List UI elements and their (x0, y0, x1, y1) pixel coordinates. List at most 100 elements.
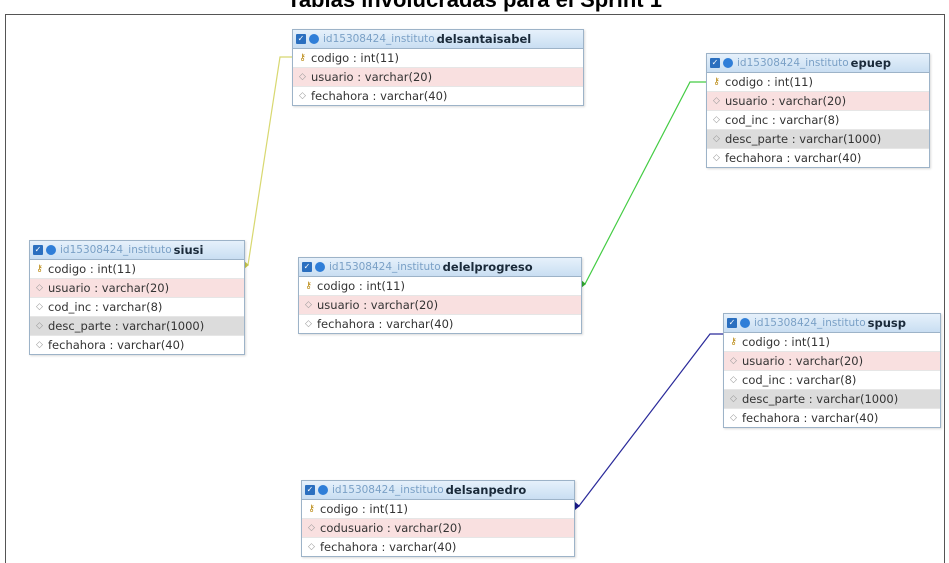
column-text: desc_parte : varchar(1000) (742, 392, 899, 406)
column-row: ⚷ codigo : int(11) (302, 500, 574, 519)
column-text: codigo : int(11) (725, 75, 813, 89)
table-name: siusi (173, 243, 204, 257)
checkbox-icon[interactable]: ✓ (296, 34, 306, 44)
diagram-frame-right-edge (944, 14, 945, 563)
checkbox-icon[interactable]: ✓ (33, 245, 43, 255)
options-icon[interactable] (740, 318, 750, 328)
table-name: delelprogreso (442, 260, 533, 274)
column-text: usuario : varchar(20) (311, 70, 433, 84)
options-icon[interactable] (723, 58, 733, 68)
options-icon[interactable] (315, 262, 325, 272)
column-text: fechahora : varchar(40) (320, 540, 457, 554)
database-name: id15308424_instituto (754, 317, 866, 329)
column-text: usuario : varchar(20) (742, 354, 864, 368)
column-text: usuario : varchar(20) (317, 298, 439, 312)
column-text: cod_inc : varchar(8) (48, 300, 163, 314)
column-row: ⚷ codigo : int(11) (707, 73, 929, 92)
column-row: ◇desc_parte : varchar(1000) (30, 317, 244, 336)
table-header[interactable]: ✓ id15308424_instituto epuep (707, 54, 929, 73)
key-icon: ⚷ (299, 53, 306, 63)
diamond-icon: ◇ (713, 96, 720, 106)
column-row: ◇codusuario : varchar(20) (302, 519, 574, 538)
column-text: fechahora : varchar(40) (48, 338, 185, 352)
column-text: fechahora : varchar(40) (725, 151, 862, 165)
table-header[interactable]: ✓ id15308424_instituto delelprogreso (299, 258, 581, 277)
table-delsantaisabel[interactable]: ✓ id15308424_instituto delsantaisabel ⚷ c… (292, 29, 584, 106)
column-row: ⚷codigo : int(11) (299, 277, 581, 296)
column-row: ◇ fechahora : varchar(40) (293, 87, 583, 105)
column-row: ◇ fechahora : varchar(40) (30, 336, 244, 354)
database-name: id15308424_instituto (329, 261, 441, 273)
column-text: fechahora : varchar(40) (742, 411, 879, 425)
table-name: spusp (867, 316, 907, 330)
key-icon: ⚷ (36, 264, 43, 274)
column-row: ◇desc_parte : varchar(1000) (724, 390, 940, 409)
table-name: delsantaisabel (436, 32, 532, 46)
database-name: id15308424_instituto (332, 484, 444, 496)
column-row: ◇ usuario : varchar(20) (299, 296, 581, 315)
page-title: Tablas involucradas para el Sprint 1 (0, 0, 949, 13)
column-row: ⚷codigo : int(11) (724, 333, 940, 352)
column-row: ◇ usuario : varchar(20) (724, 352, 940, 371)
column-row: ◇ fechahora : varchar(40) (302, 538, 574, 556)
checkbox-icon[interactable]: ✓ (305, 485, 315, 495)
diamond-icon: ◇ (730, 413, 737, 423)
column-text: desc_parte : varchar(1000) (48, 319, 205, 333)
column-row: ◇ usuario : varchar(20) (30, 279, 244, 298)
table-name: epuep (850, 56, 891, 70)
table-delsanpedro[interactable]: ✓ id15308424_instituto delsanpedro ⚷ codi… (301, 480, 575, 557)
link-delsanpedro-spusp (575, 333, 723, 507)
diamond-icon: ◇ (36, 340, 43, 350)
table-header[interactable]: ✓ id15308424_instituto delsanpedro (302, 481, 574, 500)
diamond-icon: ◇ (305, 300, 312, 310)
column-text: codigo : int(11) (48, 262, 136, 276)
table-header[interactable]: ✓ id15308424_instituto spusp (724, 314, 940, 333)
column-text: fechahora : varchar(40) (311, 89, 448, 103)
database-name: id15308424_instituto (737, 57, 849, 69)
table-delelprogreso[interactable]: ✓ id15308424_instituto delelprogreso ⚷co… (298, 257, 582, 334)
options-icon[interactable] (309, 34, 319, 44)
key-icon: ⚷ (308, 504, 315, 514)
column-row: ◇desc_parte : varchar(1000) (707, 130, 929, 149)
options-icon[interactable] (46, 245, 56, 255)
diamond-icon: ◇ (36, 302, 43, 312)
column-text: codigo : int(11) (742, 335, 830, 349)
diamond-icon: ◇ (36, 283, 43, 293)
column-text: codigo : int(11) (320, 502, 408, 516)
link-siusi-delsantaisabel (244, 56, 292, 266)
table-epuep[interactable]: ✓ id15308424_instituto epuep ⚷ codigo : i… (706, 53, 930, 168)
column-row: ◇usuario : varchar(20) (707, 92, 929, 111)
key-icon: ⚷ (713, 77, 720, 87)
column-row: ◇usuario : varchar(20) (293, 68, 583, 87)
column-text: cod_inc : varchar(8) (725, 113, 840, 127)
diamond-icon: ◇ (713, 153, 720, 163)
options-icon[interactable] (318, 485, 328, 495)
diamond-icon: ◇ (730, 356, 737, 366)
link-end-delelprogreso (581, 280, 586, 288)
column-text: codigo : int(11) (311, 51, 399, 65)
column-text: codusuario : varchar(20) (320, 521, 462, 535)
link-end-delsanpedro (575, 502, 580, 510)
table-siusi[interactable]: ✓ id15308424_instituto siusi ⚷ codigo : i… (29, 240, 245, 355)
diamond-icon: ◇ (299, 91, 306, 101)
diamond-icon: ◇ (308, 542, 315, 552)
table-name: delsanpedro (445, 483, 527, 497)
column-text: usuario : varchar(20) (48, 281, 170, 295)
diamond-icon: ◇ (305, 319, 312, 329)
column-row: ◇cod_inc : varchar(8) (724, 371, 940, 390)
checkbox-icon[interactable]: ✓ (710, 58, 720, 68)
table-spusp[interactable]: ✓ id15308424_instituto spusp ⚷codigo : i… (723, 313, 941, 428)
table-header[interactable]: ✓ id15308424_instituto delsantaisabel (293, 30, 583, 49)
table-header[interactable]: ✓ id15308424_instituto siusi (30, 241, 244, 260)
column-row: ◇ fechahora : varchar(40) (724, 409, 940, 427)
checkbox-icon[interactable]: ✓ (302, 262, 312, 272)
column-row: ◇fechahora : varchar(40) (299, 315, 581, 333)
diamond-icon: ◇ (713, 115, 720, 125)
checkbox-icon[interactable]: ✓ (727, 318, 737, 328)
column-row: ◇ fechahora : varchar(40) (707, 149, 929, 167)
column-row: ◇ cod_inc : varchar(8) (707, 111, 929, 130)
column-row: ⚷ codigo : int(11) (293, 49, 583, 68)
database-name: id15308424_instituto (60, 244, 172, 256)
column-text: desc_parte : varchar(1000) (725, 132, 882, 146)
